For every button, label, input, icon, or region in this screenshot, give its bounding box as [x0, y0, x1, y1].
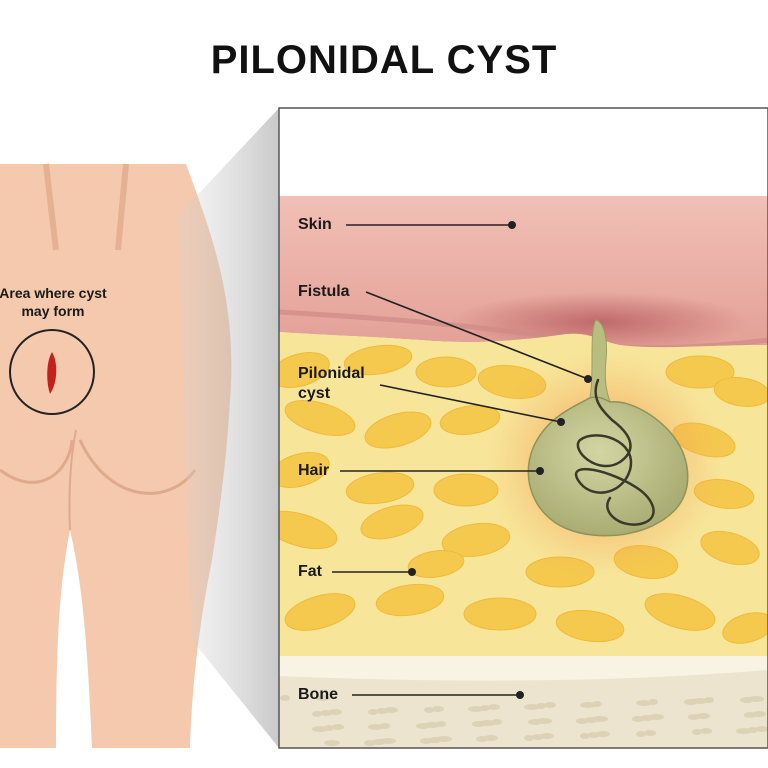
bone-speck — [576, 718, 588, 724]
skin-label: Skin — [298, 216, 332, 233]
bone-speck — [420, 738, 432, 744]
fat-globule — [284, 593, 356, 631]
bone-speck — [432, 706, 444, 712]
fat-globule — [700, 530, 760, 566]
fat-globule — [360, 504, 424, 540]
fat-globule — [279, 352, 330, 388]
buttock-fold-right — [78, 439, 197, 495]
lesion-mark — [47, 352, 57, 394]
spine-crease — [43, 163, 59, 251]
fat-globule — [343, 344, 413, 376]
spine-crease-right — [115, 163, 129, 251]
bone-speck — [368, 724, 384, 730]
bone-speck — [632, 716, 644, 722]
fistula-leader — [365, 291, 589, 380]
bone-speck — [688, 714, 700, 720]
bone-speck — [468, 706, 484, 712]
bone-speck — [756, 726, 768, 732]
fat-globule — [722, 612, 768, 644]
pilonidal-cyst-label-line1: Pilonidal — [298, 365, 365, 382]
fat-globule — [284, 399, 356, 437]
pilonidal-cyst-label-line2: cyst — [298, 385, 331, 402]
fat-globule — [364, 411, 432, 449]
leader-lines — [332, 221, 592, 699]
fat-globule — [644, 593, 716, 631]
bone-speck — [692, 729, 702, 735]
bone-speck — [368, 709, 378, 715]
bone-speck — [320, 710, 332, 716]
bone-speck — [544, 702, 556, 708]
bone-speck — [684, 699, 698, 705]
fat-globule — [463, 597, 537, 631]
skin-leader-dot — [508, 221, 516, 229]
hair-label: Hair — [298, 462, 330, 479]
bone-leader-dot — [516, 691, 524, 699]
bone-speck — [744, 712, 756, 718]
bone-label: Bone — [298, 686, 338, 703]
buttock-fold — [0, 439, 74, 484]
bone-speck — [524, 704, 540, 710]
diagram-title: PILONIDAL CYST — [210, 38, 558, 82]
fat-globule — [415, 356, 477, 388]
hair-leader-dot — [536, 467, 544, 475]
bone-speck — [736, 728, 752, 734]
fat-leader-dot — [408, 568, 416, 576]
bone-speck — [364, 740, 376, 746]
bone-texture — [280, 695, 768, 746]
bone-speck — [312, 711, 322, 717]
body-back-view — [0, 163, 232, 748]
bone-speck — [316, 695, 330, 701]
pilonidal-cyst-label: Pilonidal cyst — [298, 364, 365, 404]
bone-speck — [472, 721, 486, 727]
bone-speck — [588, 732, 600, 738]
fat-globule — [441, 522, 511, 558]
bone-speck — [416, 723, 430, 729]
cyst-leader-dot — [557, 418, 565, 426]
fat-globule — [279, 452, 330, 488]
bone-speck — [524, 735, 534, 741]
cyst-area-label-line2: may form — [21, 303, 85, 319]
bone-speck — [700, 728, 712, 734]
fat-globule — [375, 583, 445, 617]
bone-speck — [532, 734, 544, 740]
panel-border — [278, 107, 768, 749]
fat-globule — [555, 609, 625, 643]
bone-speck — [636, 700, 652, 706]
fat-label: Fat — [298, 563, 322, 580]
bone-speck — [528, 719, 542, 725]
zoom-projection — [178, 108, 279, 748]
bone-speck — [580, 702, 596, 708]
cross-section-panel — [279, 108, 768, 748]
bone-speck — [636, 731, 646, 737]
fistula-leader-dot — [584, 375, 592, 383]
fat-globule — [279, 510, 338, 550]
bone-speck — [424, 707, 434, 713]
bone-speck — [476, 736, 488, 742]
cyst-area-circle — [9, 329, 95, 415]
bone-speck — [580, 733, 590, 739]
bone-speck — [280, 695, 290, 701]
bone-layer — [279, 670, 768, 748]
bone-speck — [376, 708, 388, 714]
body-silhouette — [0, 164, 232, 748]
fat-globule — [407, 550, 465, 578]
bone-speck — [332, 724, 344, 730]
cyst-area-label: Area where cyst may form — [0, 284, 120, 320]
fat-globule — [713, 377, 768, 407]
cyst-area-label-line1: Area where cyst — [0, 285, 107, 301]
leg-gap — [68, 429, 77, 531]
bone-speck — [488, 704, 500, 710]
fistula-label: Fistula — [298, 283, 350, 300]
bone-speck — [740, 697, 754, 703]
bone-speck — [312, 726, 328, 732]
hair-strands — [574, 378, 655, 526]
cyst-leader — [379, 384, 562, 423]
bone-speck — [324, 740, 340, 746]
bone-speck — [644, 730, 656, 736]
fat-globule — [345, 471, 415, 505]
